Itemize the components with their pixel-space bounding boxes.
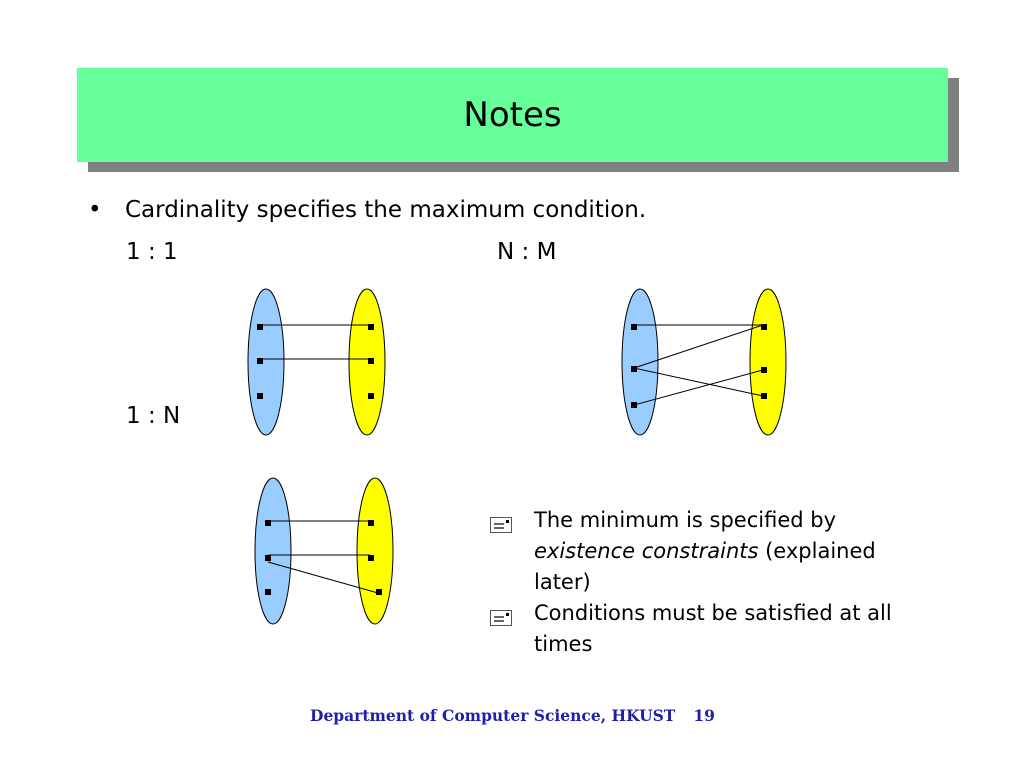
note-text-part: (explained later) [534,539,876,594]
note-text: The minimum is specified by existence co… [534,505,930,598]
entity-point [761,324,767,330]
one-to-n-diagram [254,477,394,625]
entity-point [257,358,263,364]
right-entity-set [348,288,386,436]
relationship-line [633,367,764,397]
entity-point [257,324,263,330]
notes-list: The minimum is specified by existence co… [490,505,930,660]
entity-point [368,520,374,526]
entity-point [368,393,374,399]
note-text: Conditions must be satisfied at all time… [534,598,930,660]
entity-point [368,324,374,330]
slide-title: Notes [463,95,562,135]
right-entity-set [749,288,787,436]
label-one-to-one: 1 : 1 [126,239,178,265]
slide-footer: Department of Computer Science, HKUST 19 [310,706,715,725]
left-entity-set [254,477,292,625]
one-to-one-diagram [247,288,386,436]
note-emphasis: existence constraints [534,539,759,563]
title-box: Notes [77,68,948,162]
entity-point [265,520,271,526]
bullet-point: • Cardinality specifies the maximum cond… [88,197,646,223]
entity-point [761,393,767,399]
note-item: The minimum is specified by existence co… [490,505,930,598]
page-number: 19 [693,706,715,725]
note-item: Conditions must be satisfied at all time… [490,598,930,660]
bullet-dot-icon: • [88,197,102,223]
footer-text: Department of Computer Science, HKUST [310,706,676,725]
entity-point [761,367,767,373]
entity-point [631,366,637,372]
entity-point [631,402,637,408]
entity-point [368,555,374,561]
right-entity-set [356,477,394,625]
entity-point [376,589,382,595]
relationship-line [267,561,379,594]
relationship-line [633,324,764,369]
entity-point [257,393,263,399]
left-entity-set [247,288,285,436]
n-to-m-diagram [621,288,787,436]
note-text-part: The minimum is specified by [534,508,836,532]
entity-point [265,589,271,595]
relationship-line [633,369,764,406]
entity-point [631,324,637,330]
entity-point [368,358,374,364]
label-n-to-m: N : M [497,239,557,265]
note-text-part: Conditions must be satisfied at all time… [534,601,892,656]
entity-point [265,555,271,561]
note-bullet-icon [490,505,534,542]
note-bullet-icon [490,598,534,635]
bullet-text: Cardinality specifies the maximum condit… [125,197,647,223]
label-one-to-n: 1 : N [126,403,181,429]
